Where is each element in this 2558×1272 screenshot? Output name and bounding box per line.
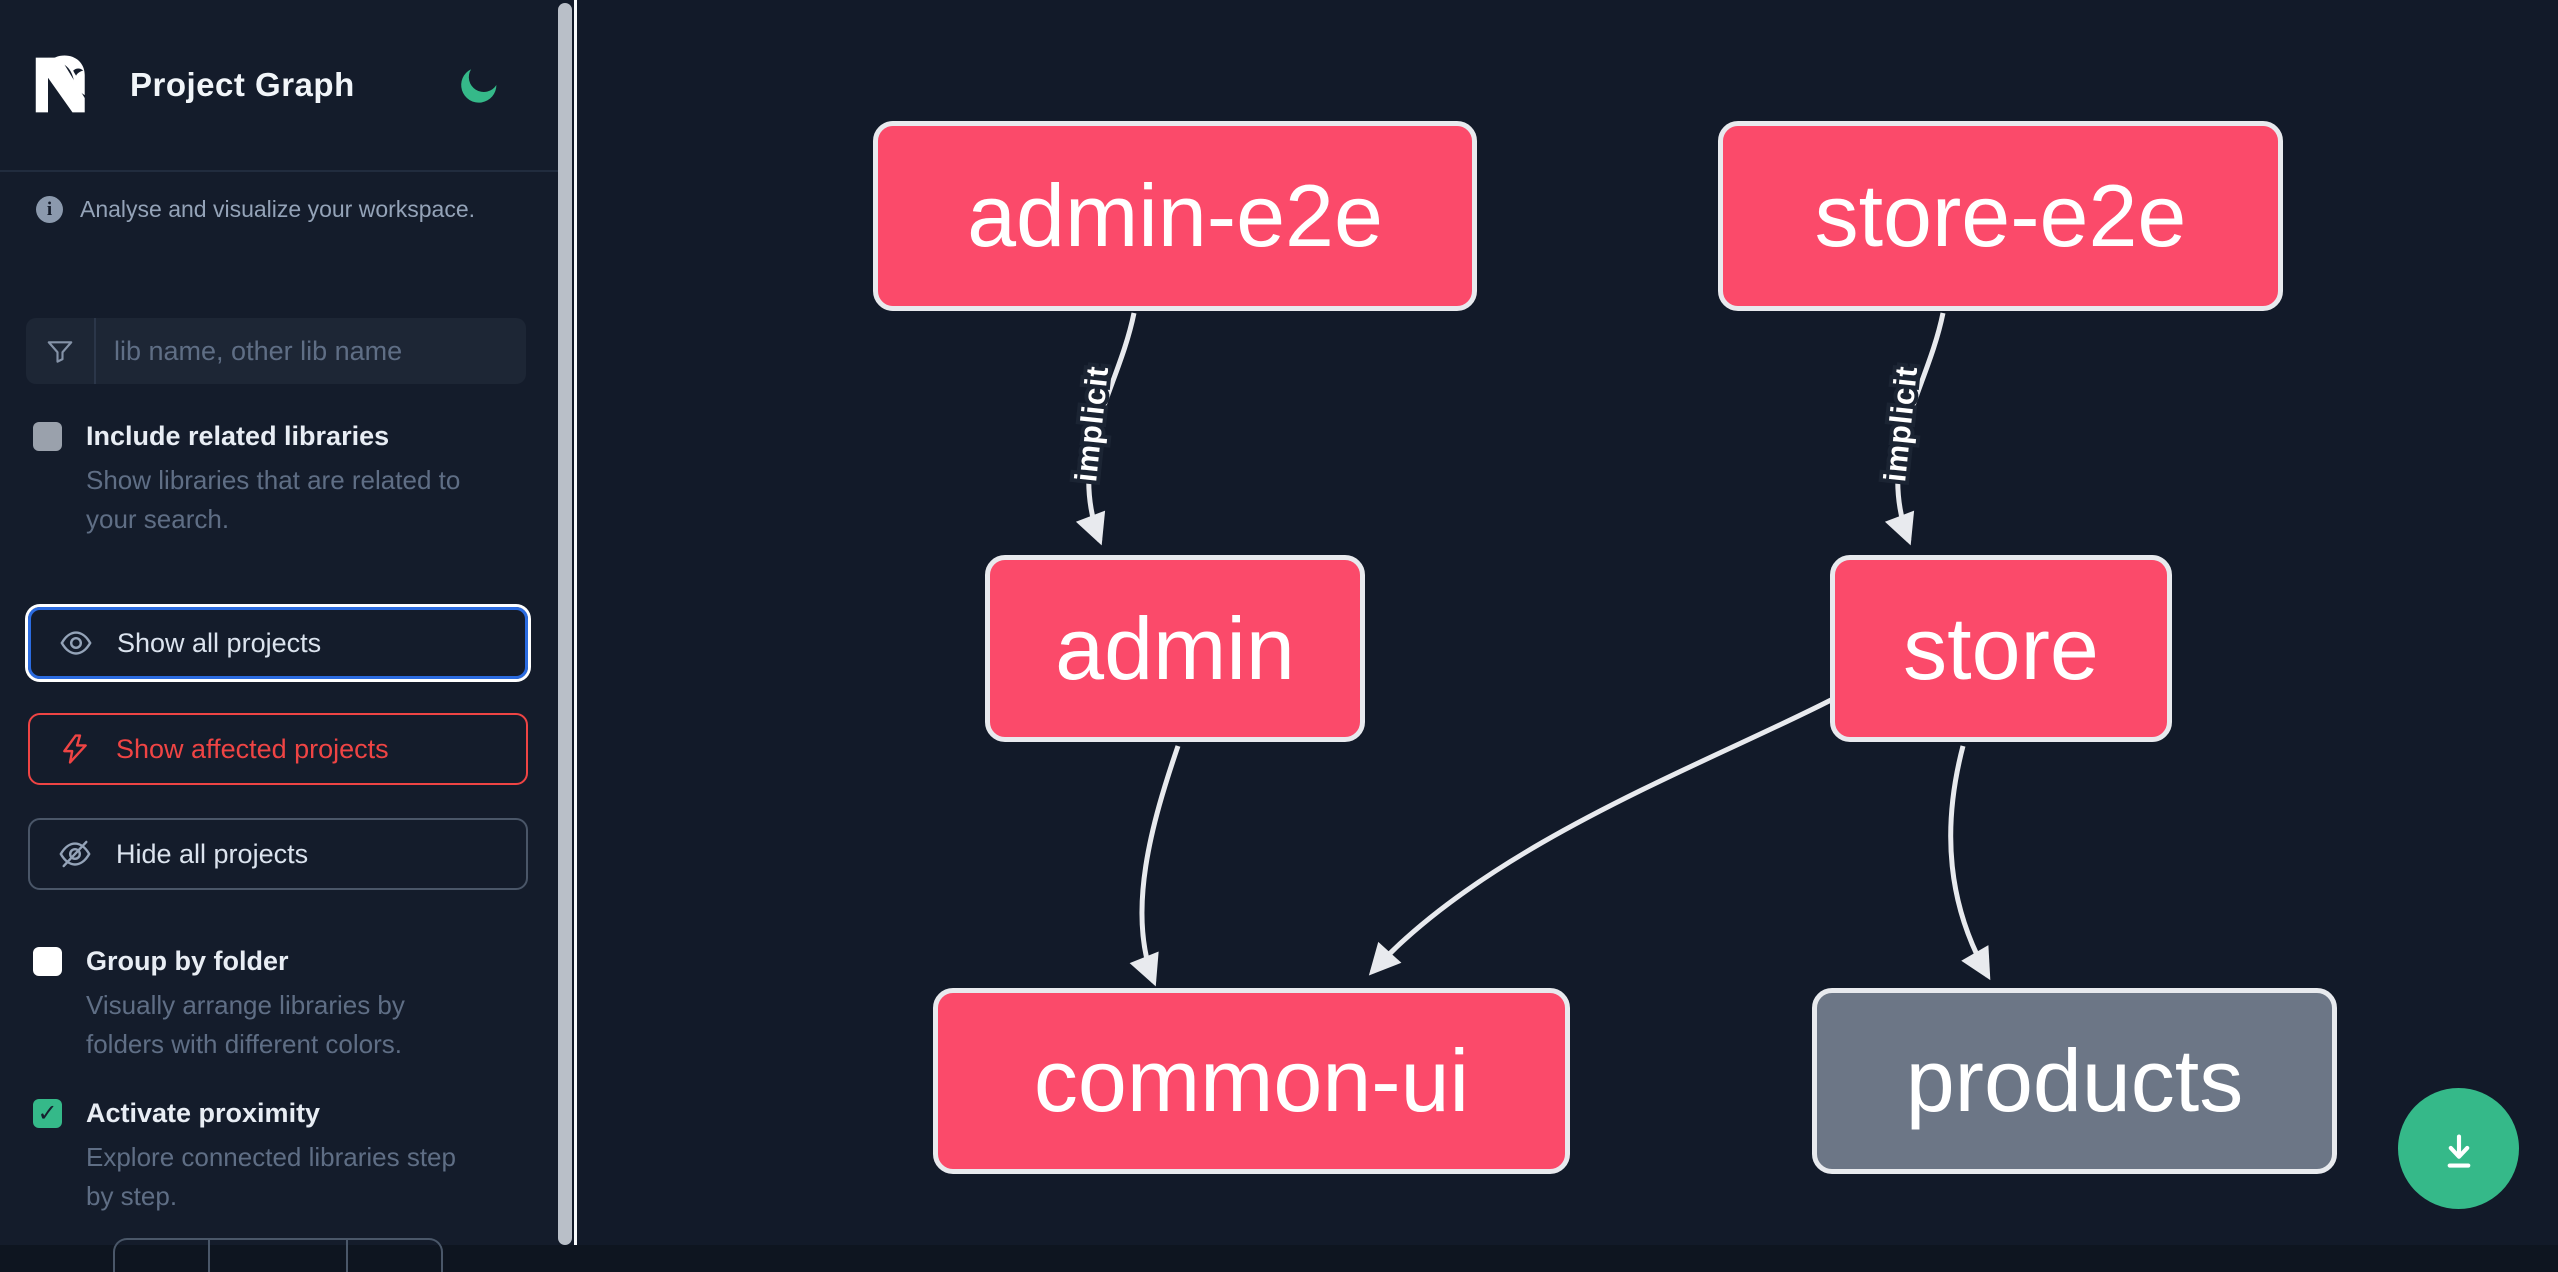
search-input[interactable] [96,318,526,384]
toggle-group-by-folder: ✓ Group by folder Visually arrange libra… [0,945,558,1064]
scrollbar-thumb[interactable] [558,3,572,1245]
group-by-folder-checkbox[interactable]: ✓ [33,947,62,976]
edge-admin-common-ui [1129,745,1181,987]
graph-node-store-e2e[interactable]: store-e2e [1718,121,2283,311]
edge-store-e2e-store [1884,312,1946,546]
edge-store-common-ui [1368,697,1833,976]
activate-proximity-checkbox[interactable]: ✓ [33,1099,62,1128]
eye-icon [60,631,92,655]
download-icon [2447,1134,2470,1168]
bolt-icon [63,734,87,764]
graph-edges: implicit implicit [1068,312,1991,987]
button-label: Hide all projects [116,838,309,869]
toggle-include-related: ✓ Include related libraries Show librari… [0,420,558,539]
edge-label: implicit [1877,364,1924,484]
include-related-checkbox[interactable]: ✓ [33,422,62,451]
graph-node-admin[interactable]: admin [985,555,1365,742]
show-all-projects-button[interactable]: Show all projects [28,607,528,679]
edge-label: implicit [1068,364,1115,484]
theme-toggle-button[interactable] [456,62,502,108]
hide-all-projects-button[interactable]: Hide all projects [28,818,528,890]
eye-off-icon [59,840,91,868]
nx-logo-icon [35,55,85,113]
toggle-description: Show libraries that are related to your … [86,465,461,534]
toggle-description: Explore connected libraries step by step… [86,1142,456,1211]
show-affected-projects-button[interactable]: Show affected projects [28,713,528,785]
page-title: Project Graph [130,66,355,103]
info-icon: i [36,196,63,223]
download-graph-button[interactable] [2398,1088,2519,1209]
moon-icon [461,69,497,103]
toggle-label: Include related libraries [86,421,390,451]
info-text: Analyse and visualize your workspace. [80,196,476,222]
edge-store-products [1948,745,1991,981]
button-label: Show affected projects [116,733,389,764]
sidebar: Project Graph i Analyse and visualize yo… [0,0,558,1272]
filter-funnel-icon [26,318,96,384]
search-filter [26,318,526,384]
button-label: Show all projects [117,627,322,658]
sidebar-header: Project Graph [0,0,558,172]
toggle-label: Activate proximity [86,1098,321,1128]
graph-node-products[interactable]: products [1812,988,2337,1174]
graph-node-store[interactable]: store [1830,555,2172,742]
toggle-description: Visually arrange libraries by folders wi… [86,990,405,1059]
check-icon: ✓ [37,1099,58,1127]
graph-node-admin-e2e[interactable]: admin-e2e [873,121,1477,311]
edge-admin-e2e-admin [1075,312,1137,546]
workspace-info: i Analyse and visualize your workspace. [36,196,475,223]
toggle-label: Group by folder [86,946,289,976]
graph-node-common-ui[interactable]: common-ui [933,988,1570,1174]
toggle-activate-proximity: ✓ Activate proximity Explore connected l… [0,1097,558,1216]
scrollbar-track [574,0,577,1245]
sidebar-scrollbar[interactable] [556,0,577,1245]
proximity-depth-stepper[interactable] [113,1238,443,1272]
